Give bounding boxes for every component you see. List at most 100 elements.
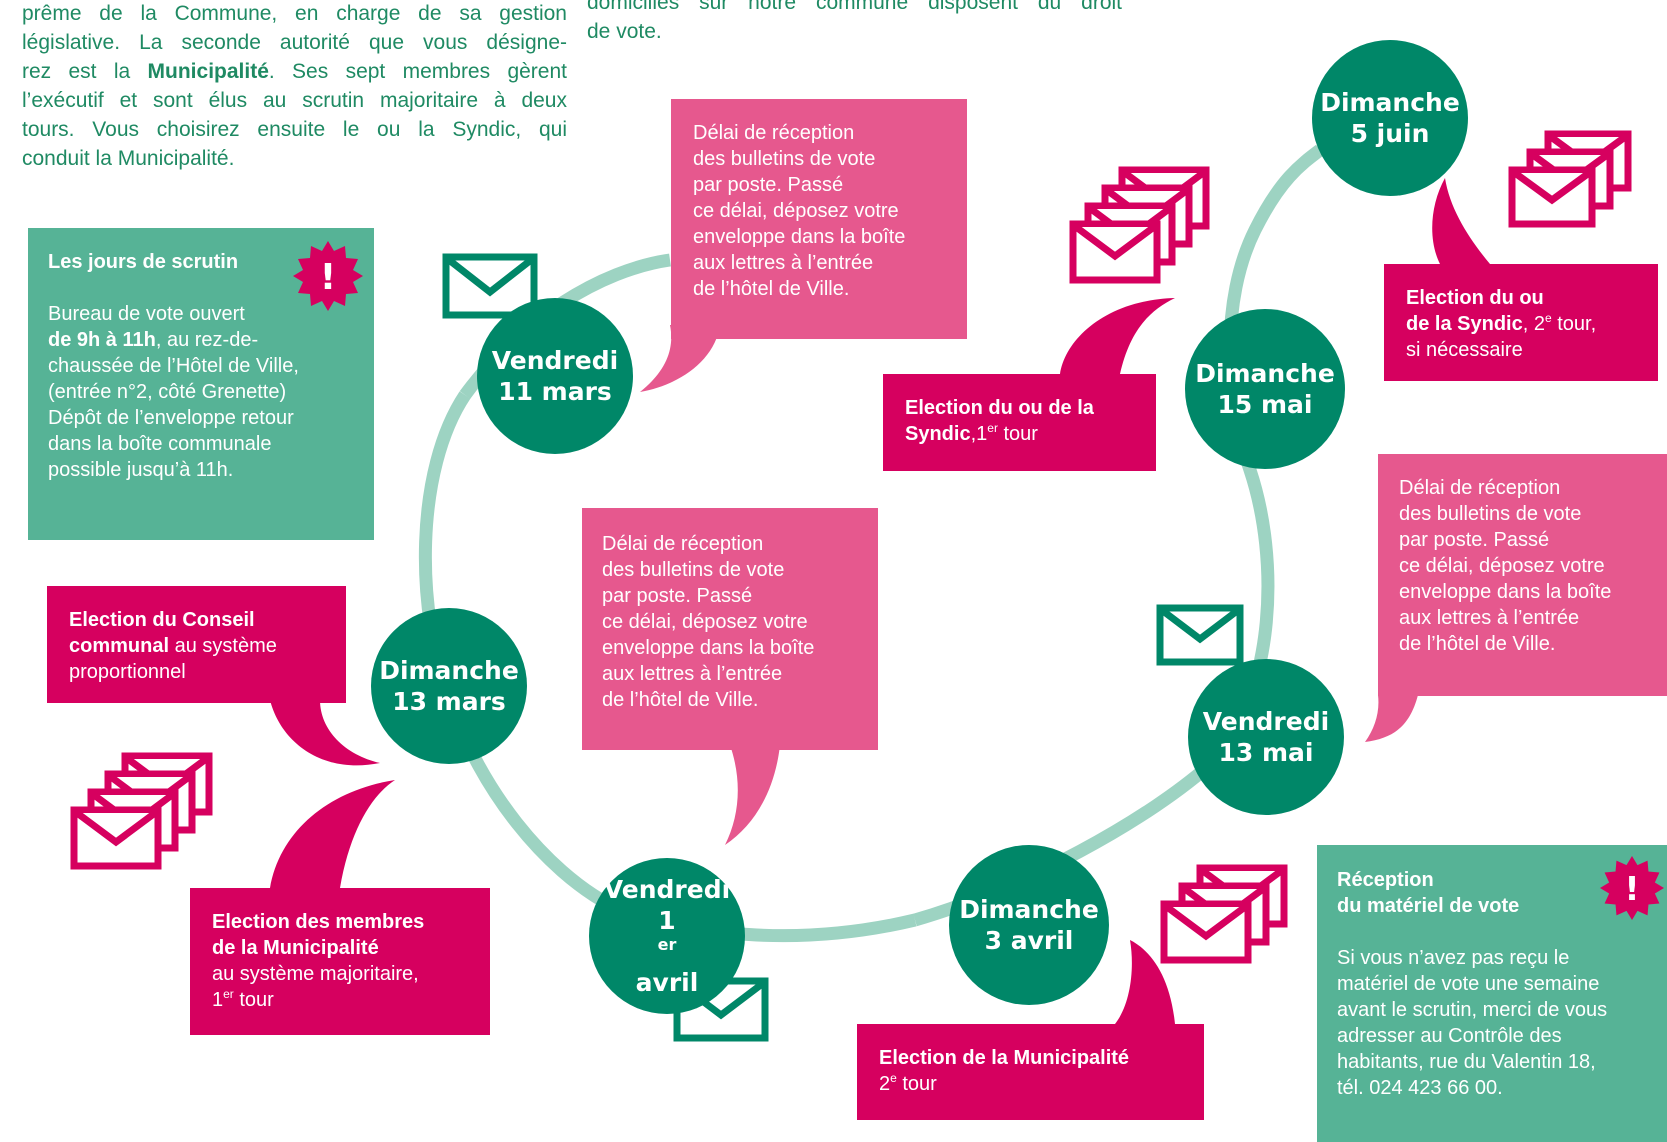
scrutin-hours: de 9h à 11h <box>48 329 156 351</box>
envelope-stack-icon <box>70 752 213 870</box>
intro-bold: Municipalité <box>147 60 269 83</box>
reception-title: du matériel de vote <box>1337 895 1520 917</box>
intro-line: législative. La seconde autorité que vou… <box>22 31 567 54</box>
tour-label: tour <box>896 1073 937 1095</box>
delai-line: Délai de réception <box>693 122 855 144</box>
tour-suffix: er <box>223 987 234 1001</box>
date-day: Vendredi <box>1202 707 1330 736</box>
scrutin-hours-line: de 9h à 11h, au rez-de- <box>48 327 354 353</box>
intro-line: rez est la Municipalité. Ses sept membre… <box>22 57 567 86</box>
envelope-stack-icon <box>1069 166 1210 284</box>
reception-line: avant le scrutin, merci de vous <box>1337 999 1608 1021</box>
tail-municipalite-2 <box>1115 940 1175 1024</box>
delai-line: aux lettres à l’entrée <box>602 663 783 685</box>
intro-line: l’exécutif et sont élus au scrutin major… <box>22 89 567 112</box>
reception-line: Si vous n’avez pas reçu le <box>1337 947 1570 969</box>
tour-number: 1 <box>212 989 224 1011</box>
scrutin-line: dans la boîte communale <box>48 433 272 455</box>
date-dimanche-5-juin: Dimanche 5 juin <box>1312 40 1468 196</box>
envelope-icon <box>1156 604 1244 666</box>
delai-line: des bulletins de vote <box>1399 503 1582 525</box>
tour-suffix: er <box>987 421 998 435</box>
date-value: 13 mai <box>1218 738 1314 767</box>
reception-line: tél. 024 423 66 00. <box>1337 1077 1503 1099</box>
envelope-icon <box>442 253 538 319</box>
delai-box-1: Délai de réception des bulletins de vote… <box>671 99 967 339</box>
date-dimanche-13-mars: Dimanche 13 mars <box>371 608 527 764</box>
reception-line: adresser au Contrôle des <box>1337 1025 1562 1047</box>
election-syndic-1-bold: Syndic <box>905 423 971 445</box>
alert-burst-icon: ! <box>293 241 363 311</box>
intro-line: domiciliés sur notre commune disposent d… <box>587 0 1122 14</box>
delai-line: aux lettres à l’entrée <box>693 252 874 274</box>
reception-info-box: Réception du matériel de vote Si vous n’… <box>1317 845 1667 1142</box>
election-syndic-1-line1: Election du ou de la <box>905 397 1094 419</box>
delai-line: ce délai, déposez votre <box>693 200 899 222</box>
election-syndic-1-box: Election du ou de la Syndic,1er tour <box>883 374 1156 471</box>
timeline-ring-right <box>913 144 1324 927</box>
election-municipalite-2-box: Election de la Municipalité 2e tour <box>857 1024 1204 1120</box>
election-conseil-bold: communal <box>69 635 170 657</box>
date-dimanche-3-avril: Dimanche 3 avril <box>949 845 1109 1005</box>
date-value: 15 mai <box>1217 390 1313 419</box>
delai-line: de l’hôtel de Ville. <box>602 689 759 711</box>
election-municipalite-2-line1: Election de la Municipalité <box>879 1047 1130 1069</box>
delai-line: des bulletins de vote <box>693 148 876 170</box>
date-month: avril <box>635 968 699 997</box>
tour-label: tour <box>233 989 274 1011</box>
date-day: Vendredi <box>603 875 731 904</box>
tail-conseil <box>270 700 380 766</box>
reception-line: matériel de vote une semaine <box>1337 973 1600 995</box>
election-syndic-1-line2: Syndic,1er tour <box>905 421 1134 447</box>
intro-fragment: . Ses sept membres gèrent <box>268 60 567 83</box>
delai-line: enveloppe dans la boîte <box>1399 581 1612 603</box>
delai-line: aux lettres à l’entrée <box>1399 607 1580 629</box>
date-vendredi-13-mai: Vendredi 13 mai <box>1188 659 1344 815</box>
election-municipalite-1-line1: Election des membres <box>212 911 425 933</box>
election-municipalite-1-box: Election des membres de la Municipalité … <box>190 888 490 1035</box>
election-conseil-line3: proportionnel <box>69 661 186 683</box>
date-day: Dimanche <box>379 656 519 685</box>
election-syndic-2-line1: Election du ou <box>1406 287 1544 309</box>
tour-label: tour, <box>1551 313 1597 335</box>
tour-number: 2 <box>1533 313 1545 335</box>
election-conseil-box: Election du Conseil communal au système … <box>47 586 346 703</box>
date-vendredi-11-mars: Vendredi 11 mars <box>477 298 633 454</box>
delai-line: Délai de réception <box>1399 477 1561 499</box>
delai-box-2: Délai de réception des bulletins de vote… <box>582 508 878 750</box>
intro-text-right: domiciliés sur notre commune disposent d… <box>587 0 1122 46</box>
tour-suffix: e <box>1544 311 1552 325</box>
alert-glyph: ! <box>1624 869 1639 908</box>
envelope-stack-icon <box>1160 864 1288 964</box>
delai-line: ce délai, déposez votre <box>602 611 808 633</box>
delai-line: Délai de réception <box>602 533 764 555</box>
election-syndic-2-line2: de la Syndic, 2e tour, <box>1406 311 1636 337</box>
delai-line: enveloppe dans la boîte <box>693 226 906 248</box>
election-syndic-2-line3: si nécessaire <box>1406 339 1523 361</box>
date-value: 3 avril <box>984 926 1074 955</box>
delai-line: enveloppe dans la boîte <box>602 637 815 659</box>
scrutin-line: Bureau de vote ouvert <box>48 303 245 325</box>
scrutin-title: Les jours de scrutin <box>48 251 239 273</box>
date-dimanche-15-mai: Dimanche 15 mai <box>1185 309 1345 469</box>
election-conseil-text: au système <box>169 635 277 657</box>
delai-line: ce délai, déposez votre <box>1399 555 1605 577</box>
envelope-stack-icon <box>1508 130 1632 228</box>
tour-suffix: e <box>890 1071 897 1085</box>
date-day: Dimanche <box>1195 359 1335 388</box>
delai-box-3: Délai de réception des bulletins de vote… <box>1378 454 1667 696</box>
tail-delai-1 <box>640 325 720 392</box>
date-value: 5 juin <box>1350 119 1430 148</box>
delai-line: de l’hôtel de Ville. <box>1399 633 1556 655</box>
election-municipalite-1-line3: au système majoritaire, <box>212 963 419 985</box>
election-conseil-line2: communal au système <box>69 633 324 659</box>
election-syndic-1-comma: , <box>970 423 977 445</box>
election-municipalite-1-line4: 1er tour <box>212 987 468 1013</box>
election-municipalite-2-line2: 2e tour <box>879 1071 1182 1097</box>
alert-burst-icon: ! <box>1600 856 1664 920</box>
intro-line: de vote. <box>587 20 662 43</box>
delai-line: de l’hôtel de Ville. <box>693 278 850 300</box>
tour-label: tour <box>997 423 1038 445</box>
date-value: 11 mars <box>498 377 612 406</box>
